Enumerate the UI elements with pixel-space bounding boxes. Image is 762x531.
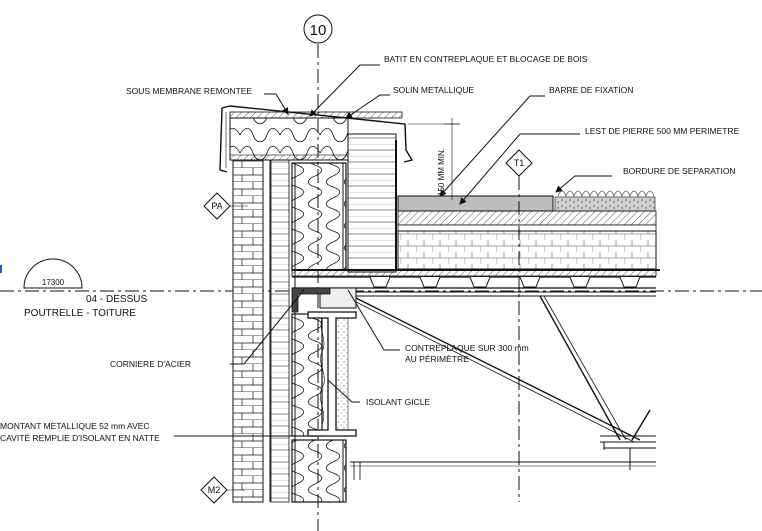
label-isolant: ISOLANT GICLE — [366, 397, 430, 407]
parapet-blocking — [229, 111, 403, 273]
label-contreplaque-2: AU PÉRIMÈTRE — [405, 354, 469, 364]
label-lest: LEST DE PIERRE 500 MM PERIMETRE — [585, 126, 740, 136]
level-name-line2: POUTRELLE - TOITURE — [24, 308, 136, 319]
label-sous-membrane: SOUS MEMBRANE REMONTEE — [126, 86, 252, 96]
roof-insulation — [397, 210, 657, 270]
level-line: 17300 04 - DESSUS POUTRELLE - TOITURE — [0, 258, 762, 319]
tag-pa: PA — [211, 201, 222, 211]
annotation-labels: BATIT EN CONTREPLAQUE ET BLOCAGE DE BOIS… — [0, 54, 740, 443]
tag-pa-marker: PA — [203, 192, 248, 220]
stone-ballast — [397, 190, 656, 212]
steel-angle — [291, 287, 331, 313]
tag-m2-marker: M2 — [200, 476, 245, 504]
joist-truss — [350, 291, 656, 480]
label-bordure: BORDURE DE SEPARATION — [623, 166, 736, 176]
level-elevation: 17300 — [42, 278, 65, 287]
tag-t1: T1 — [514, 158, 525, 168]
tag-m2: M2 — [208, 485, 221, 495]
label-montant-1: MONTANT METALLIQUE 52 mm AVEC — [0, 421, 150, 431]
label-solin: SOLIN METALLIQUE — [393, 85, 474, 95]
level-name-line1: 04 - DESSUS — [86, 294, 147, 305]
label-batit: BATIT EN CONTREPLAQUE ET BLOCAGE DE BOIS — [384, 54, 588, 64]
label-montant-2: CAVITÉ REMPLIE D'ISOLANT EN NATTE — [0, 433, 160, 443]
steel-stud-wall — [291, 162, 347, 503]
metal-flashing — [219, 105, 414, 173]
leader-lines — [174, 64, 612, 437]
edge-marker — [0, 265, 2, 273]
grid-bubble-label: 10 — [310, 22, 327, 39]
label-corniere: CORNIERE D'ACIER — [110, 359, 191, 369]
brick-veneer — [232, 159, 264, 503]
dimension-text: 150 MM MIN. — [437, 148, 446, 196]
label-contreplaque-1: CONTREPLAQUE SUR 300 mm — [405, 343, 529, 353]
label-barre: BARRE DE FIXATION — [549, 85, 633, 95]
steel-beam — [307, 311, 357, 437]
dimension-150mm: 150 MM MIN. — [408, 118, 460, 200]
steel-deck — [291, 269, 657, 309]
grid-line-t1: T1 — [505, 149, 533, 502]
air-space-and-sheathing — [269, 159, 290, 503]
